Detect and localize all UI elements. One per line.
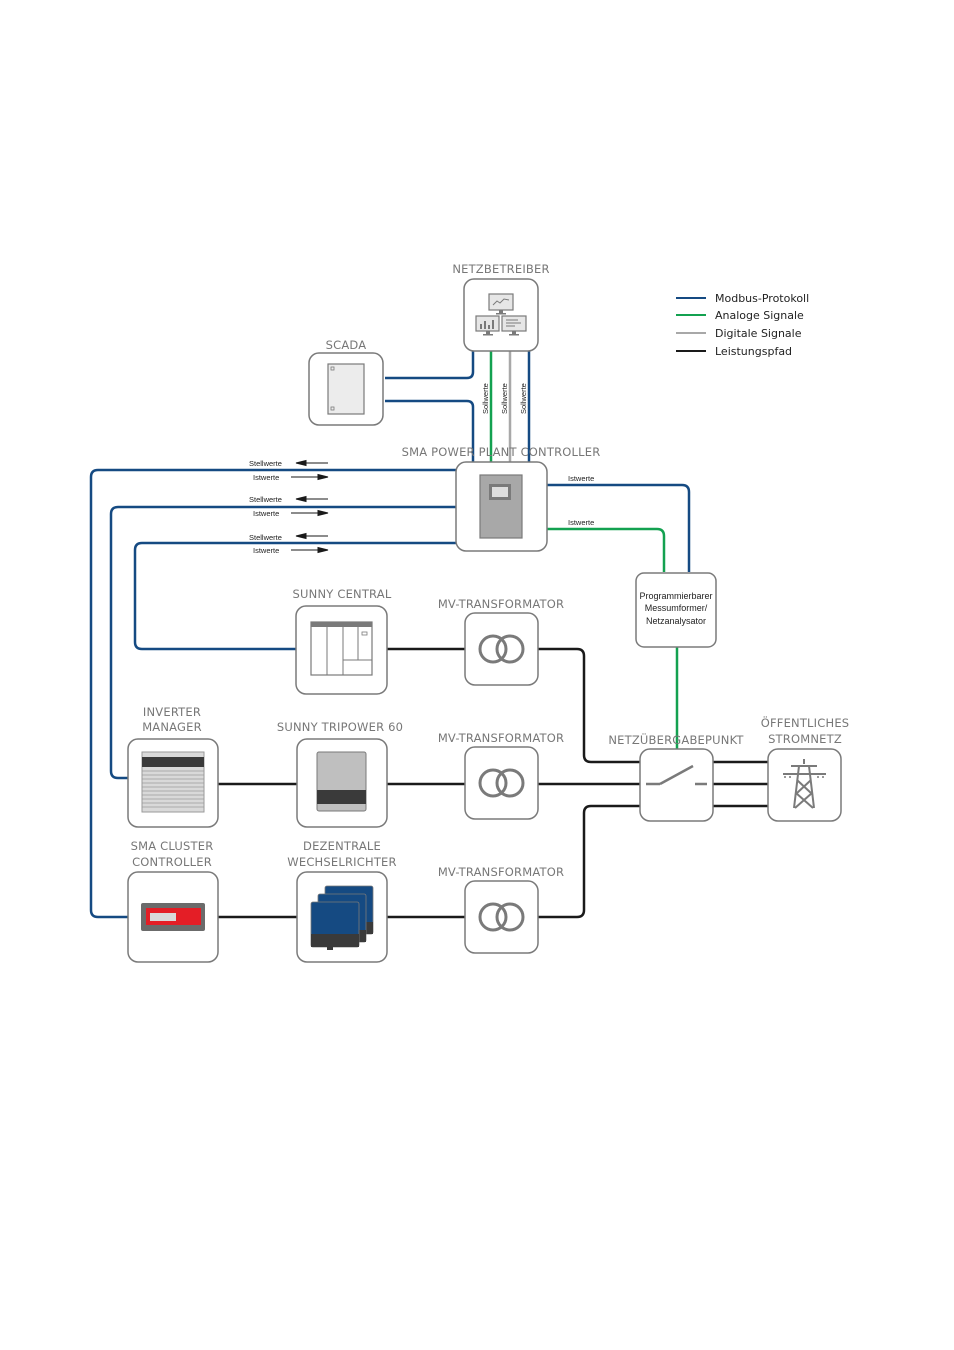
ppc-messumformer-analog-link xyxy=(547,527,666,572)
mv-transformator-1-box xyxy=(464,612,539,686)
arrow-head-left-3 xyxy=(295,532,307,540)
ppc-messumformer-modbus-link xyxy=(547,483,691,572)
cluster-controller-label-line2: CONTROLLER xyxy=(132,855,212,869)
scada-ppc-link xyxy=(385,399,475,462)
stellwerte-label-1: Stellwerte xyxy=(249,459,282,468)
legend-label-modbus: Modbus-Protokoll xyxy=(715,292,809,305)
sollwerte-label-analog: Sollwerte xyxy=(481,383,490,414)
monitors-icon xyxy=(475,293,527,336)
node-mv-transformator-2[interactable]: MV-TRANSFORMATOR xyxy=(438,731,564,820)
istwerte-label-ppc-analog: Istwerte xyxy=(568,518,594,527)
arrow-head-left-2 xyxy=(295,495,307,503)
stellwerte-label-2: Stellwerte xyxy=(249,495,282,504)
node-dezentrale-wechselrichter[interactable]: DEZENTRALE WECHSELRICHTER xyxy=(287,839,397,963)
power-plant-controller-label: SMA POWER PLANT CONTROLLER xyxy=(402,445,601,459)
inverter-manager-icon xyxy=(141,751,205,813)
messumformer-label-line3: Netzanalysator xyxy=(646,616,706,626)
istwerte-label-2: Istwerte xyxy=(253,509,279,518)
node-netzuebergabepunkt[interactable]: NETZÜBERGABEPUNKT xyxy=(608,731,744,822)
node-messumformer[interactable]: Programmierbarer Messumformer/ Netzanaly… xyxy=(635,572,717,648)
arrow-head-right-3 xyxy=(317,546,329,554)
stellwerte-label-3: Stellwerte xyxy=(249,533,282,542)
legend-label-power: Leistungspfad xyxy=(715,345,792,358)
sollwerte-label-modbus: Sollwerte xyxy=(519,383,528,414)
node-mv-transformator-3[interactable]: MV-TRANSFORMATOR xyxy=(438,865,564,954)
legend: Modbus-Protokoll Analoge Signale Digital… xyxy=(676,292,809,358)
controller-cabinet-icon xyxy=(479,474,523,539)
node-sunny-central[interactable]: SUNNY CENTRAL xyxy=(293,587,392,695)
cluster-controller-label-line1: SMA CLUSTER xyxy=(131,839,214,853)
sollwerte-label-digital: Sollwerte xyxy=(500,383,509,414)
switch-icon xyxy=(646,764,707,786)
cluster-controller-icon xyxy=(141,903,205,931)
node-inverter-manager[interactable]: INVERTER MANAGER xyxy=(127,705,219,828)
connections xyxy=(89,350,768,919)
node-stromnetz[interactable]: ÖFFENTLICHES STROMNETZ xyxy=(761,714,850,822)
sunny-central-label: SUNNY CENTRAL xyxy=(293,587,392,601)
ppc-inverter-manager-link xyxy=(109,505,457,780)
transformer-icon xyxy=(478,634,525,664)
node-mv-transformator-1[interactable]: MV-TRANSFORMATOR xyxy=(438,597,564,686)
transformer-icon xyxy=(478,902,525,932)
mv1-netzuebergabe-power xyxy=(538,647,640,764)
messumformer-label-line2: Messumformer/ xyxy=(645,603,708,613)
arrow-head-right-2 xyxy=(317,509,329,517)
netzbetreiber-box xyxy=(463,278,539,352)
signal-labels: Sollwerte Sollwerte Sollwerte Stellwerte… xyxy=(249,383,594,555)
inverter-manager-label-line2: MANAGER xyxy=(142,720,202,734)
ppc-sunny-central-link xyxy=(133,541,457,651)
mv-transformator-2-box xyxy=(464,746,539,820)
arrow-head-left-1 xyxy=(295,459,307,467)
multiple-inverters-icon xyxy=(310,885,374,950)
netzuebergabepunkt-label: NETZÜBERGABEPUNKT xyxy=(608,731,744,747)
power-pylon-icon xyxy=(783,759,826,809)
node-power-plant-controller[interactable]: SMA POWER PLANT CONTROLLER xyxy=(402,445,601,552)
arrow-head-right-1 xyxy=(317,473,329,481)
istwerte-label-3: Istwerte xyxy=(253,546,279,555)
netzbetreiber-label: NETZBETREIBER xyxy=(452,262,549,276)
messumformer-label-line1: Programmierbarer xyxy=(639,591,712,601)
legend-label-digital: Digitale Signale xyxy=(715,327,802,340)
node-netzbetreiber[interactable]: NETZBETREIBER xyxy=(452,262,549,352)
dezentrale-label-line2: WECHSELRICHTER xyxy=(287,855,396,869)
server-cabinet-icon xyxy=(327,363,365,415)
scada-label: SCADA xyxy=(326,338,367,352)
node-cluster-controller[interactable]: SMA CLUSTER CONTROLLER xyxy=(127,839,219,963)
mv-transformator-2-label: MV-TRANSFORMATOR xyxy=(438,731,564,745)
dezentrale-label-line1: DEZENTRALE xyxy=(303,839,381,853)
string-inverter-icon xyxy=(316,751,367,812)
istwerte-label-1: Istwerte xyxy=(253,473,279,482)
istwerte-label-ppc-modbus: Istwerte xyxy=(568,474,594,483)
mv-transformator-3-label: MV-TRANSFORMATOR xyxy=(438,865,564,879)
scada-netzbetreiber-link xyxy=(385,350,475,380)
stromnetz-label-line1: ÖFFENTLICHES xyxy=(761,714,850,730)
signal-arrows xyxy=(291,459,329,554)
ppc-cluster-controller-link xyxy=(89,468,457,919)
mv-transformator-3-box xyxy=(464,880,539,954)
mv-transformator-1-label: MV-TRANSFORMATOR xyxy=(438,597,564,611)
node-sunny-tripower[interactable]: SUNNY TRIPOWER 60 xyxy=(277,720,403,828)
sunny-tripower-label: SUNNY TRIPOWER 60 xyxy=(277,720,403,734)
transformer-icon xyxy=(478,768,525,798)
node-scada[interactable]: SCADA xyxy=(308,338,384,426)
legend-label-analog: Analoge Signale xyxy=(715,309,804,322)
netzuebergabepunkt-box xyxy=(639,748,714,822)
pylon-insulators xyxy=(784,776,824,778)
mv3-netzuebergabe-power xyxy=(538,804,640,919)
stromnetz-label-line2: STROMNETZ xyxy=(768,732,842,746)
central-inverter-icon xyxy=(310,621,373,676)
inverter-manager-label-line1: INVERTER xyxy=(143,705,201,719)
messumformer-box xyxy=(635,572,717,648)
